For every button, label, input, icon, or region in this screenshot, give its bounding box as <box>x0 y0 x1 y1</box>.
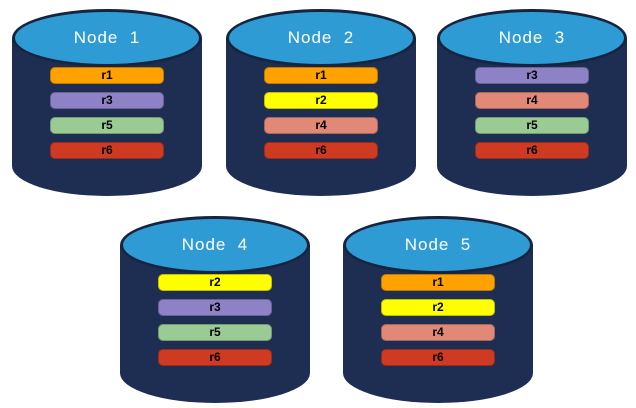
replica-bar-r2: r2 <box>381 299 495 316</box>
replica-list: r2 r3 r5 r6 <box>120 274 310 366</box>
database-cylinder-top-icon: Node 1 <box>12 9 202 67</box>
database-cylinder-top-icon: Node 5 <box>343 216 533 274</box>
node-title: Node 2 <box>287 28 355 47</box>
node-2-cylinder: Node 2 r1 r2 r4 r6 <box>226 9 416 196</box>
replica-bar-r2: r2 <box>264 92 378 109</box>
replica-bar-r4: r4 <box>381 324 495 341</box>
database-cylinder-top-icon: Node 4 <box>120 216 310 274</box>
replica-list: r1 r3 r5 r6 <box>12 67 202 159</box>
replica-bar-r1: r1 <box>50 67 164 84</box>
node-title: Node 5 <box>404 235 472 254</box>
replica-list: r1 r2 r4 r6 <box>226 67 416 159</box>
replica-bar-r6: r6 <box>475 142 589 159</box>
node-3-cylinder: Node 3 r3 r4 r5 r6 <box>437 9 627 196</box>
replica-bar-r4: r4 <box>475 92 589 109</box>
node-title: Node 1 <box>73 28 141 47</box>
replica-bar-r1: r1 <box>264 67 378 84</box>
replica-bar-r6: r6 <box>381 349 495 366</box>
node-5-cylinder: Node 5 r1 r2 r4 r6 <box>343 216 533 403</box>
replica-bar-r6: r6 <box>158 349 272 366</box>
replica-bar-r5: r5 <box>158 324 272 341</box>
replica-bar-r6: r6 <box>264 142 378 159</box>
database-cylinder-top-icon: Node 3 <box>437 9 627 67</box>
replica-bar-r3: r3 <box>475 67 589 84</box>
node-title: Node 3 <box>498 28 566 47</box>
replica-bar-r2: r2 <box>158 274 272 291</box>
replica-list: r3 r4 r5 r6 <box>437 67 627 159</box>
node-1-cylinder: Node 1 r1 r3 r5 r6 <box>12 9 202 196</box>
replica-bar-r1: r1 <box>381 274 495 291</box>
node-title: Node 4 <box>181 235 249 254</box>
node-4-cylinder: Node 4 r2 r3 r5 r6 <box>120 216 310 403</box>
replica-bar-r5: r5 <box>475 117 589 134</box>
replica-bar-r4: r4 <box>264 117 378 134</box>
database-cylinder-top-icon: Node 2 <box>226 9 416 67</box>
replica-bar-r3: r3 <box>50 92 164 109</box>
replica-bar-r5: r5 <box>50 117 164 134</box>
replica-bar-r6: r6 <box>50 142 164 159</box>
replica-bar-r3: r3 <box>158 299 272 316</box>
replica-list: r1 r2 r4 r6 <box>343 274 533 366</box>
